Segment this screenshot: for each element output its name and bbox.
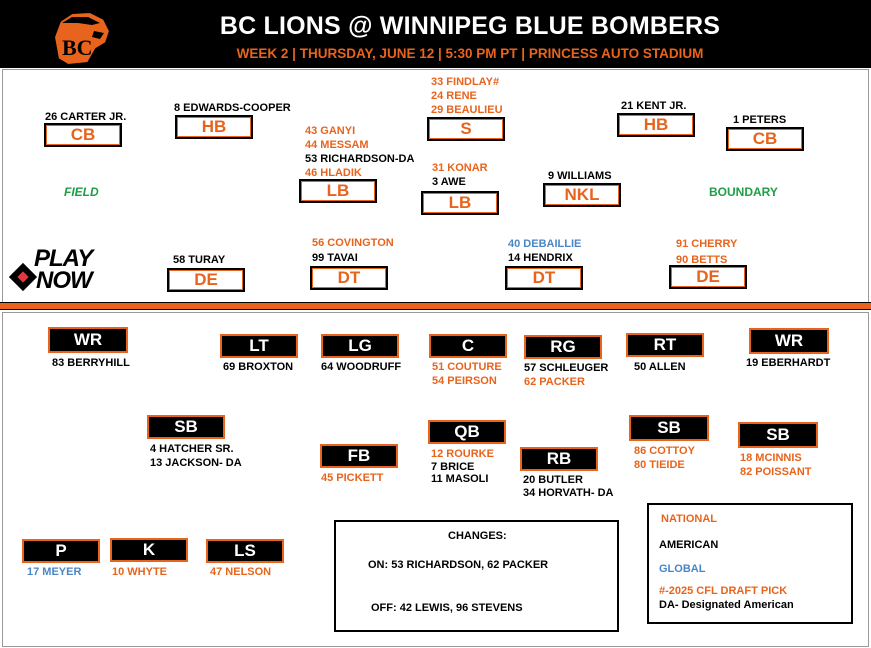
position-p: P [22, 539, 100, 563]
line-of-scrimmage [0, 302, 871, 310]
player-label: 12 ROURKE [431, 448, 494, 460]
bc-lions-logo-icon: BC [52, 10, 112, 67]
position-sb-mid: SB [629, 415, 709, 441]
player-label: 8 EDWARDS-COOPER [174, 102, 291, 114]
legend-global: GLOBAL [659, 563, 706, 575]
player-label: 54 PEIRSON [432, 375, 497, 387]
player-label: 29 BEAULIEU [431, 104, 503, 116]
position-wr-right: WR [749, 328, 829, 354]
player-label: 82 POISSANT [740, 466, 812, 478]
position-wr-left: WR [48, 327, 128, 353]
player-label: 99 TAVAI [312, 252, 358, 264]
player-label: 58 TURAY [173, 254, 226, 266]
changes-on: ON: 53 RICHARDSON, 62 PACKER [368, 559, 549, 571]
header-bar: BC BC LIONS @ WINNIPEG BLUE BOMBERS WEEK… [0, 0, 871, 68]
position-s: S [427, 117, 505, 141]
player-label: 69 BROXTON [223, 361, 294, 373]
position-k: K [110, 538, 188, 562]
position-fb: FB [320, 444, 398, 468]
player-label: 7 BRICE [431, 461, 475, 473]
svg-text:BC: BC [62, 35, 93, 60]
player-label: 11 MASOLI [431, 473, 489, 485]
position-cb-left: CB [44, 123, 122, 147]
player-label: 40 DEBAILLIE [508, 238, 582, 250]
position-lb-mid: LB [421, 191, 499, 215]
player-label: 57 SCHLEUGER [524, 362, 609, 374]
position-lt: LT [220, 334, 298, 358]
player-label: 34 HORVATH- DA [523, 487, 614, 499]
player-label: 86 COTTOY [634, 445, 695, 457]
player-label: 62 PACKER [524, 376, 585, 388]
position-cb-right: CB [726, 127, 804, 151]
changes-title: CHANGES: [448, 530, 507, 542]
player-label: 64 WOODRUFF [321, 361, 402, 373]
player-label: 53 RICHARDSON-DA [305, 153, 415, 165]
position-hb-left: HB [175, 115, 253, 139]
position-rb: RB [520, 447, 598, 471]
player-label: 46 HLADIK [305, 167, 362, 179]
player-label: 51 COUTURE [432, 361, 502, 373]
player-label: 91 CHERRY [676, 238, 738, 250]
player-label: 44 MESSAM [305, 139, 369, 151]
boundary-label: BOUNDARY [709, 185, 778, 199]
position-rt: RT [626, 333, 704, 357]
legend-american: AMERICAN [659, 539, 719, 551]
position-dt-left: DT [310, 266, 388, 290]
player-label: 4 HATCHER SR. [150, 443, 234, 455]
player-label: 10 WHYTE [112, 566, 168, 578]
legend-national: NATIONAL [661, 513, 718, 525]
player-label: 1 PETERS [733, 114, 787, 126]
player-label: 3 AWE [432, 176, 466, 188]
player-label: 31 KONAR [432, 162, 488, 174]
position-nkl: NKL [543, 183, 621, 207]
legend-panel: NATIONAL AMERICAN GLOBAL #-2025 CFL DRAF… [647, 503, 853, 624]
player-label: 26 CARTER JR. [45, 111, 127, 123]
changes-panel: CHANGES: ON: 53 RICHARDSON, 62 PACKER OF… [334, 520, 619, 632]
player-label: 14 HENDRIX [508, 252, 573, 264]
legend-da: DA- Designated American [659, 599, 794, 611]
position-de-left: DE [167, 268, 245, 292]
position-c: C [429, 334, 507, 358]
player-label: 47 NELSON [210, 566, 272, 578]
player-label: 33 FINDLAY# [431, 76, 500, 88]
position-rg: RG [524, 335, 602, 359]
position-ls: LS [206, 539, 284, 563]
position-lg: LG [321, 334, 399, 358]
player-label: 17 MEYER [27, 566, 82, 578]
position-qb: QB [428, 420, 506, 444]
play-now-logo: PLAY NOW [8, 245, 122, 295]
defense-panel [2, 69, 869, 303]
player-label: 80 TIEIDE [634, 459, 685, 471]
legend-draft: #-2025 CFL DRAFT PICK [659, 585, 788, 597]
player-label: 9 WILLIAMS [548, 170, 612, 182]
player-label: 18 MCINNIS [740, 452, 802, 464]
player-label: 90 BETTS [676, 254, 728, 266]
changes-off: OFF: 42 LEWIS, 96 STEVENS [371, 602, 523, 614]
position-dt-right: DT [505, 266, 583, 290]
player-label: 50 ALLEN [634, 361, 686, 373]
position-hb-right: HB [617, 113, 695, 137]
player-label: 24 RENE [431, 90, 477, 102]
game-info: WEEK 2 | THURSDAY, JUNE 12 | 5:30 PM PT … [236, 46, 704, 61]
page-title: BC LIONS @ WINNIPEG BLUE BOMBERS [219, 12, 721, 40]
play-now-text-play: PLAY [34, 245, 93, 272]
position-sb-left: SB [147, 415, 225, 439]
field-label: FIELD [64, 185, 99, 199]
player-label: 20 BUTLER [523, 474, 583, 486]
player-label: 13 JACKSON- DA [150, 457, 242, 469]
player-label: 45 PICKETT [321, 472, 384, 484]
player-label: 43 GANYI [305, 125, 356, 137]
position-de-right: DE [669, 265, 747, 289]
player-label: 21 KENT JR. [621, 100, 687, 112]
position-lb-left: LB [299, 179, 377, 203]
play-now-text-now: NOW [36, 267, 93, 294]
position-sb-right: SB [738, 422, 818, 448]
player-label: 56 COVINGTON [312, 237, 394, 249]
player-label: 19 EBERHARDT [746, 357, 831, 369]
player-label: 83 BERRYHILL [52, 357, 130, 369]
